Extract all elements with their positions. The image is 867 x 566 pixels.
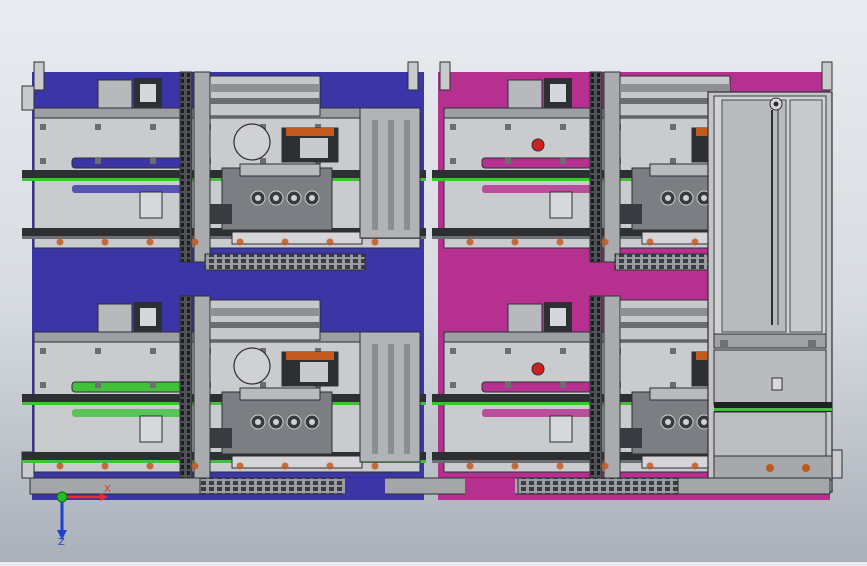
storage-cabinet xyxy=(707,91,833,493)
bottom-base xyxy=(29,477,831,498)
z-axis-label: Z xyxy=(58,537,65,548)
x-axis-label: X xyxy=(104,484,111,495)
y-axis-dot xyxy=(56,491,68,503)
coordinate-triad: X Z xyxy=(56,484,111,548)
module-top-left xyxy=(22,71,426,271)
